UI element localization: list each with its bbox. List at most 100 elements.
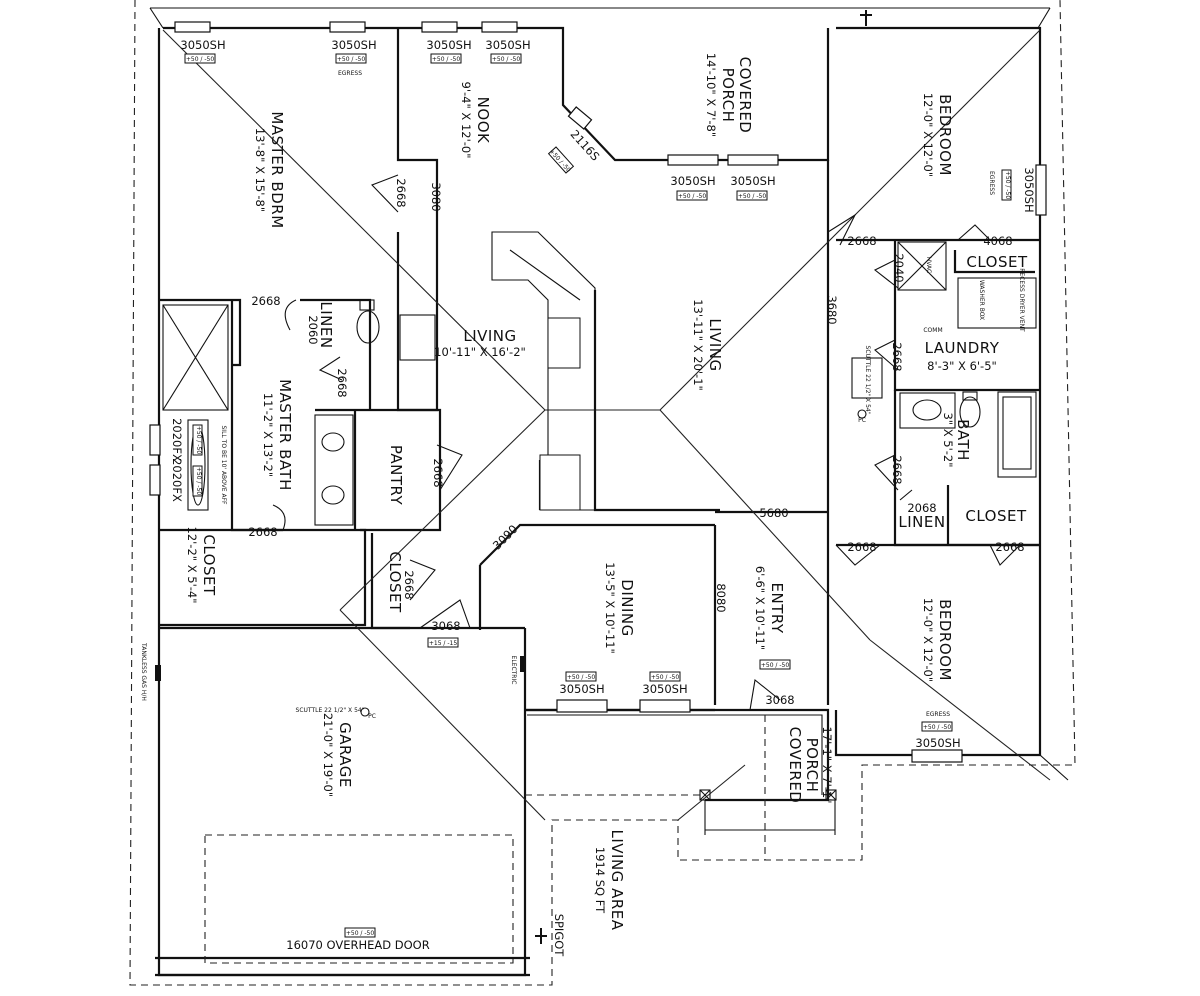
svg-text:2668: 2668 (995, 540, 1024, 554)
room-name: GARAGE (336, 722, 354, 788)
svg-text:3050SH: 3050SH (485, 38, 530, 52)
svg-text:2060: 2060 (306, 315, 320, 344)
room-size: 12'-2" X 5'-4" (185, 527, 199, 604)
room-name: COVERED (786, 727, 804, 804)
room-laundry-name: LAUNDRY (925, 339, 1000, 357)
svg-text:2668: 2668 (251, 294, 280, 308)
svg-text:2668: 2668 (890, 342, 904, 371)
door-swings (272, 174, 1021, 711)
svg-text:+50 / -50: +50 / -50 (923, 724, 951, 731)
room-closet-hall: CLOSET (386, 551, 404, 613)
svg-text:2668: 2668 (847, 540, 876, 554)
room-name: BEDROOM (936, 599, 954, 681)
roof-ridges (162, 29, 1051, 821)
svg-text:2116S: 2116S (568, 127, 603, 164)
room-size: 11'-2" X 13'-2" (261, 393, 275, 477)
svg-text:RECESS DRYER VENT: RECESS DRYER VENT (1018, 268, 1025, 332)
room-name-2: PORCH (719, 68, 737, 123)
svg-text:2668: 2668 (890, 455, 904, 484)
header-tags: +50 / -50 +50 / -50 +50 / -50 +50 / -50 … (184, 53, 1012, 938)
svg-text:+50 / -50: +50 / -50 (432, 56, 460, 63)
svg-text:2020FX: 2020FX (170, 418, 184, 462)
svg-text:3050SH: 3050SH (670, 174, 715, 188)
svg-text:+50 / -50: +50 / -50 (1004, 171, 1011, 199)
room-size: 3" X 5'-2" (941, 412, 955, 467)
svg-text:TANKLESS GAS H/H: TANKLESS GAS H/H (140, 642, 147, 701)
room-linen-master: LINEN (317, 301, 335, 348)
room-master-bath: MASTER BATH 11'-2" X 13'-2" (261, 379, 294, 491)
svg-text:+50 / -50: +50 / -50 (195, 467, 202, 495)
svg-text:2668: 2668 (431, 458, 445, 487)
svg-text:2668: 2668 (248, 525, 277, 539)
svg-text:3050SH: 3050SH (730, 174, 775, 188)
svg-text:SCUTTLE 22 1/2" X 54": SCUTTLE 22 1/2" X 54" (864, 346, 871, 415)
room-size: 12'-0" X 12'-0" (921, 93, 935, 177)
room-bedroom-se: BEDROOM 12'-0" X 12'-0" (921, 598, 954, 682)
svg-text:+50 / -50: +50 / -50 (738, 193, 766, 200)
svg-text:+50 / -50: +50 / -50 (195, 426, 202, 454)
room-living-right: LIVING 13'-11" X 20'-1" (691, 299, 724, 391)
master-bath-fixtures (162, 299, 436, 526)
room-bedroom-ne: BEDROOM 12'-0" X 12'-0" (921, 93, 954, 177)
front-porch-outline (525, 715, 837, 860)
room-size: 9'-4" X 12'-0" (459, 82, 473, 159)
room-name: COVERED (736, 57, 754, 134)
svg-text:+15 / -15: +15 / -15 (429, 640, 457, 647)
svg-text:5680: 5680 (759, 506, 788, 520)
svg-text:SILL TO BE 10' ABOVE AFF: SILL TO BE 10' ABOVE AFF (220, 425, 227, 505)
room-laundry-size: 8'-3" X 6'-5" (927, 359, 997, 373)
room-linen-right: LINEN (898, 513, 945, 531)
room-name: CLOSET (386, 551, 404, 613)
living-area-label: LIVING AREA (608, 829, 626, 930)
svg-text:3680: 3680 (825, 295, 839, 324)
window-symbols (149, 21, 1047, 763)
room-dining: DINING 13'-5" X 10'-11" (603, 562, 636, 654)
svg-text:4068: 4068 (983, 234, 1012, 248)
room-name-2: PORCH (803, 738, 821, 793)
svg-text:2040: 2040 (892, 253, 906, 282)
roof-outline (129, 0, 1076, 986)
room-name: DINING (618, 579, 636, 636)
svg-text:+50 / -50: +50 / -50 (651, 674, 679, 681)
room-size: 13'-5" X 10'-11" (603, 562, 617, 654)
svg-text:8080: 8080 (714, 583, 728, 612)
svg-text:2020FX: 2020FX (170, 458, 184, 502)
svg-text:3068: 3068 (431, 619, 460, 633)
svg-text:PC: PC (858, 417, 866, 424)
room-name: NOOK (474, 97, 492, 144)
svg-text:3050SH: 3050SH (915, 736, 960, 750)
svg-text:PC: PC (368, 713, 376, 720)
room-pantry: PANTRY (387, 445, 405, 506)
svg-text:ELECTRIC: ELECTRIC (510, 656, 517, 685)
svg-text:3090: 3090 (490, 522, 521, 553)
svg-text:3050SH: 3050SH (331, 38, 376, 52)
living-area-summary: LIVING AREA 1914 SQ FT (593, 829, 626, 930)
svg-text:+50 / -50: +50 / -50 (761, 662, 789, 669)
svg-text:3080: 3080 (429, 182, 443, 211)
room-garage: GARAGE 21'-0" X 19'-0" (321, 713, 354, 797)
svg-text:2668: 2668 (394, 178, 408, 207)
room-name: MASTER BATH (276, 379, 294, 491)
room-closet-e: CLOSET (965, 507, 1027, 525)
room-size: 6'-6" X 10'-11" (753, 566, 767, 650)
svg-text:2668: 2668 (847, 234, 876, 248)
svg-text:2668: 2668 (402, 570, 416, 599)
svg-text:EGRESS: EGRESS (338, 70, 362, 77)
window-labels: 3050SH 3050SH 3050SH 3050SH 3050SH 3050S… (170, 38, 1036, 952)
room-entry: ENTRY 6'-6" X 10'-11" (753, 566, 786, 650)
room-covered-porch-rear: COVERED PORCH 14'-10" X 7'-8" (704, 53, 754, 137)
room-name: CLOSET (200, 534, 218, 596)
room-size: 13'-8" X 15'-8" (253, 128, 267, 212)
svg-text:+50 / -50: +50 / -50 (567, 674, 595, 681)
room-nook: NOOK 9'-4" X 12'-0" (459, 82, 492, 159)
room-name: LINEN (317, 301, 335, 348)
svg-text:+50 / -50: +50 / -50 (337, 56, 365, 63)
room-master-closet: CLOSET 12'-2" X 5'-4" (185, 527, 218, 604)
svg-text:COMM: COMM (923, 327, 942, 334)
plan-notes: EGRESS EGRESS EGRESS HVAC COMM WASHER BO… (140, 70, 1025, 957)
room-name: PANTRY (387, 445, 405, 506)
bath-fixtures (851, 241, 1037, 478)
room-living-left-name: LIVING (463, 327, 516, 345)
svg-text:2068: 2068 (907, 501, 936, 515)
